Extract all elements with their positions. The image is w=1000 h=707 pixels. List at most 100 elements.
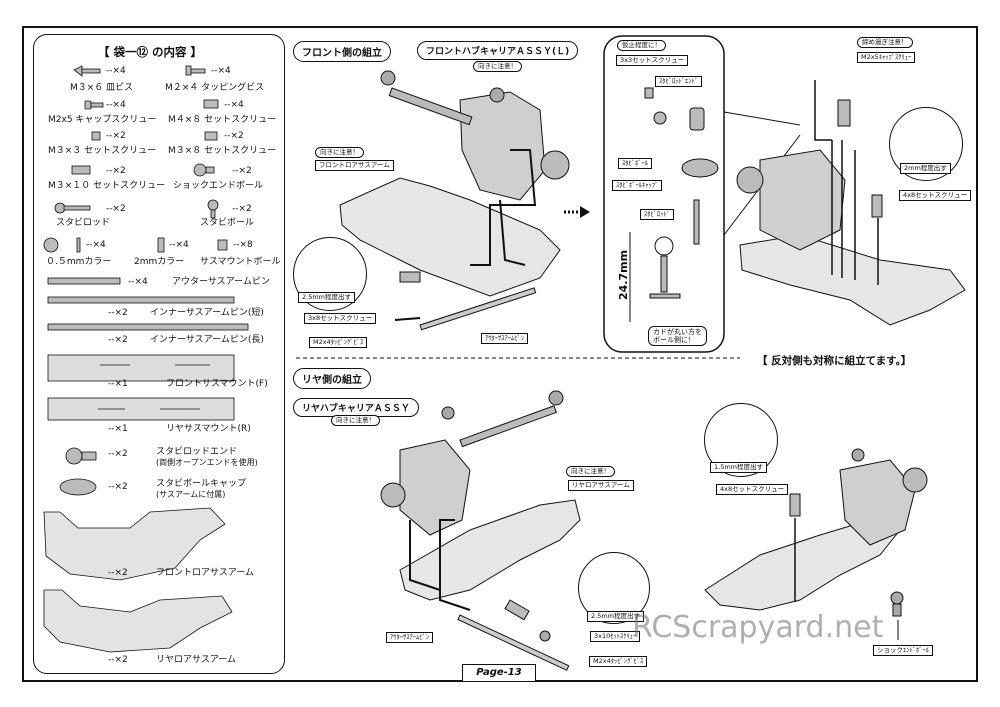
- rear-4x8-set-screw: [789, 493, 801, 517]
- parts-qty: --×2: [106, 131, 126, 141]
- parts-name: フロントサスマウント(F): [166, 379, 268, 389]
- front-lower-arm: [339, 177, 561, 297]
- stabi-set-screw: [644, 87, 654, 99]
- rod-end-detail: [654, 236, 674, 256]
- stabi-ball-cap-label: ｽﾀﾋﾞﾎﾞｰﾙｷｬｯﾌﾟ: [612, 180, 663, 192]
- parts-name: スタビボール: [200, 218, 255, 228]
- outer-pin-label: ｱｳﾀｰｻｽｱｰﾑﾋﾟﾝ: [386, 632, 433, 644]
- parts-qty: --×1: [108, 379, 128, 389]
- parts-name: インナーサスアームピン(長): [150, 335, 264, 345]
- page-number: Page-13: [462, 664, 536, 682]
- parts-qty: --×2: [108, 568, 128, 578]
- parts-qty: --×2: [232, 204, 252, 214]
- rear-section-title: リヤ側の組立: [293, 368, 371, 389]
- parts-qty: --×2: [108, 482, 128, 492]
- opposite-side-note: 【 反対側も対称に組立てます。】: [757, 355, 912, 367]
- parts-name: M３×６ 皿ビス: [70, 83, 134, 93]
- parts-name: リヤロアサスアーム: [156, 655, 237, 665]
- watermark: RCScrapyard.net: [632, 610, 884, 645]
- front-hub-title: フロントハブキャリアＡＳＳＹ(Ｌ): [417, 41, 579, 60]
- gap-note: 1.5mm程度出す: [710, 462, 768, 474]
- corner-note: カドが丸い方を ボール側に！: [648, 326, 707, 347]
- front-sus-mount-icon: [47, 354, 235, 382]
- 4x8-set-screw: [871, 194, 883, 218]
- set-screw-icon: [71, 165, 91, 175]
- front-lower-arm-label: フロントロアサスアーム: [315, 160, 394, 172]
- stabi-rod-part: [693, 199, 700, 245]
- tapping-screw-label: M2x4ﾀｯﾋﾟﾝｸﾞﾋﾞｽ: [589, 656, 648, 668]
- guide-line: [831, 140, 856, 280]
- front-lower-arm-icon: [43, 507, 226, 581]
- parts-name: スタビボールキャップ: [156, 479, 247, 489]
- hub-nut: [540, 150, 570, 180]
- outer-pin-icon: [47, 277, 121, 285]
- m2x5-cap-screw: [837, 99, 851, 127]
- parts-name: インナーサスアームピン(短): [150, 308, 264, 318]
- parts-qty: --×2: [108, 308, 128, 318]
- parts-qty: --×2: [108, 655, 128, 665]
- parts-qty: --×1: [108, 424, 128, 434]
- parts-qty: --×4: [128, 277, 148, 287]
- parts-qty: --×4: [169, 240, 189, 250]
- direction-note: 向きに注意！: [473, 61, 522, 73]
- parts-name: M３×８ セットスクリュー: [168, 146, 277, 156]
- front-assembled-arm: [739, 234, 966, 326]
- parts-qty: --×2: [224, 131, 244, 141]
- gap-note: 2mm程度出す: [900, 163, 951, 175]
- parts-name: フロントロアサスアーム: [156, 568, 255, 578]
- rear-hub-nut: [380, 482, 406, 508]
- rear-lower-arm-label: リヤロアサスアーム: [568, 480, 634, 492]
- parts-name: リヤサスマウント(R): [166, 424, 251, 434]
- tapping-screw-label: M2x4ﾀｯﾋﾟﾝｸﾞﾋﾞｽ: [309, 337, 368, 349]
- parts-name: M３×３ セットスクリュー: [48, 146, 157, 156]
- outer-pin-part: [419, 287, 537, 331]
- set-screw-icon: [203, 99, 219, 109]
- rear-sus-mount-icon: [47, 397, 235, 421]
- parts-name: M４×８ セットスクリュー: [168, 115, 277, 125]
- parts-qty: --×2: [232, 166, 252, 176]
- stabi-cap-part: [681, 158, 719, 178]
- stabi-rod-end-part: [689, 107, 705, 131]
- set-screw-label: 4x8セットスクリュー: [716, 484, 789, 496]
- guide-line: [470, 149, 537, 266]
- parts-name: スタビロッド: [56, 218, 111, 228]
- 3x10-set-screw: [504, 599, 530, 621]
- set-screw-label: 3x8セットスクリュー: [304, 313, 377, 325]
- stabi-ball-label: ｽﾀﾋﾞﾎﾞｰﾙ: [618, 158, 652, 170]
- rear-assembled-hub: [839, 459, 916, 546]
- parts-qty: --×4: [211, 66, 231, 76]
- parts-list-panel: [33, 34, 285, 674]
- stabi-rod-label: ｽﾀﾋﾞﾛｯﾄﾞ: [640, 209, 674, 221]
- rear-hub-carrier: [399, 439, 471, 536]
- rear-assembled-arm: [704, 519, 901, 611]
- guide-line: [499, 199, 526, 266]
- inner-pin-short-icon: [47, 296, 235, 304]
- stabi-ball-cap-icon: [59, 478, 97, 496]
- collar-05-icon: [43, 237, 59, 253]
- parts-qty: --×2: [108, 449, 128, 459]
- parts-qty: --×4: [86, 240, 106, 250]
- parts-name: M３×１０ セットスクリュー: [48, 181, 166, 191]
- parts-qty: --×4: [106, 100, 126, 110]
- parts-note: (サスアームに付属): [156, 490, 226, 499]
- parts-qty: --×4: [106, 66, 126, 76]
- corner-note-line: ボール側に！: [653, 336, 695, 345]
- screw-shaft-icon: [81, 68, 101, 74]
- set-screw-label: 3x10ｾｯﾄｽｸﾘｭｰ: [590, 631, 641, 643]
- direction-note: 向きに注意！: [315, 147, 364, 159]
- drive-shaft: [388, 87, 473, 126]
- ball-stud: [489, 87, 505, 103]
- direction-note: 向きに注意！: [331, 415, 380, 427]
- parts-name: ０.５mmカラー: [46, 257, 112, 267]
- outer-pin-label: ｱｳﾀｰｻｽｱｰﾑﾋﾟﾝ: [481, 333, 528, 345]
- sus-mount-ball-icon: [217, 239, 228, 251]
- parts-qty: --×2: [108, 335, 128, 345]
- guide-line: [439, 519, 471, 611]
- set-screw-part: [399, 271, 421, 283]
- stabi-rod-end-label: ｽﾀﾋﾞﾛｯﾄﾞｴﾝﾄﾞ: [655, 76, 702, 88]
- front-assembled-hub: [759, 149, 846, 251]
- gap-note: 2.5mm程度出す: [587, 611, 645, 623]
- stabi-set-screw-label: 3x3セットスクリュー: [616, 55, 689, 67]
